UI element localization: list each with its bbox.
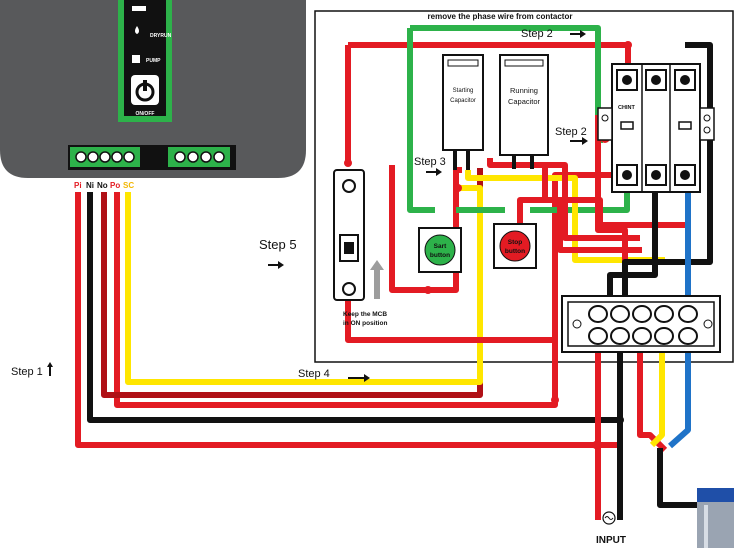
onoff-label: ON/OFF: [136, 111, 155, 117]
terminal-block-right: [168, 147, 230, 167]
terminal-po-label: Po: [110, 181, 120, 190]
stop-button-label2: button: [505, 248, 525, 255]
wires: [75, 25, 713, 520]
pump-label: PUMP: [146, 58, 161, 64]
terminal-ni-label: Ni: [86, 181, 94, 190]
wire-po: [114, 172, 640, 408]
start-button[interactable]: Sart button: [418, 227, 462, 273]
wire-phase-top: [348, 42, 631, 65]
step4-label: Step 4: [298, 368, 330, 380]
water-drop-icon: [135, 26, 139, 34]
starting-capacitor-label1: Starting: [453, 88, 474, 94]
step2-side-label: Step 2: [555, 126, 587, 138]
starting-capacitor: Starting Capacitor: [442, 54, 484, 170]
running-capacitor-label2: Capacitor: [508, 97, 541, 106]
dryrun-label: DRYRUN: [150, 33, 172, 39]
terminal-no-label: No: [97, 181, 108, 190]
mcb-breaker[interactable]: [333, 169, 365, 301]
terminal-pi-label: Pi: [74, 181, 82, 190]
terminal-sc-label: SC: [123, 181, 134, 190]
step1-label: Step 1: [11, 366, 43, 378]
stop-button-label1: Stop: [508, 239, 522, 246]
step2-top-label: Step 2: [521, 28, 553, 40]
start-button-label2: button: [430, 252, 450, 259]
mcb-note-line2: in ON position: [343, 320, 387, 327]
step5-label: Step 5: [259, 237, 297, 252]
step5-arrow-icon: [268, 261, 284, 269]
submersible-pump: [697, 488, 734, 548]
contactor: CHINT: [597, 63, 715, 193]
step4-arrow-icon: [348, 374, 370, 382]
running-capacitor-label1: Running: [510, 86, 538, 95]
input-label: INPUT: [596, 535, 626, 546]
up-arrow-icon: [370, 260, 384, 299]
step1-arrow-icon: [47, 362, 53, 376]
pump-icon: [132, 55, 140, 63]
step2-side-arrow-icon: [570, 137, 588, 145]
step2-top-arrow-icon: [570, 30, 586, 38]
wire-sc: [125, 185, 483, 385]
contactor-brand: CHINT: [618, 105, 635, 111]
running-capacitor: Running Capacitor: [499, 54, 549, 169]
step3-label: Step 3: [414, 156, 446, 168]
wire-ni: [87, 192, 620, 423]
panel-enclosure: [314, 10, 734, 363]
controller-device: DRYRUN PUMP ON/OFF Pi Ni No Po SC: [0, 0, 306, 190]
stop-button[interactable]: Stop button: [493, 223, 537, 269]
terminal-block: [561, 295, 721, 353]
start-button-label1: Sart: [434, 243, 447, 250]
mcb-note-line1: Keep the MCB: [343, 311, 387, 318]
step3-arrow-icon: [426, 168, 442, 176]
starting-capacitor-label2: Capacitor: [450, 98, 476, 104]
instruction-text: remove the phase wire from contactor: [428, 12, 573, 21]
